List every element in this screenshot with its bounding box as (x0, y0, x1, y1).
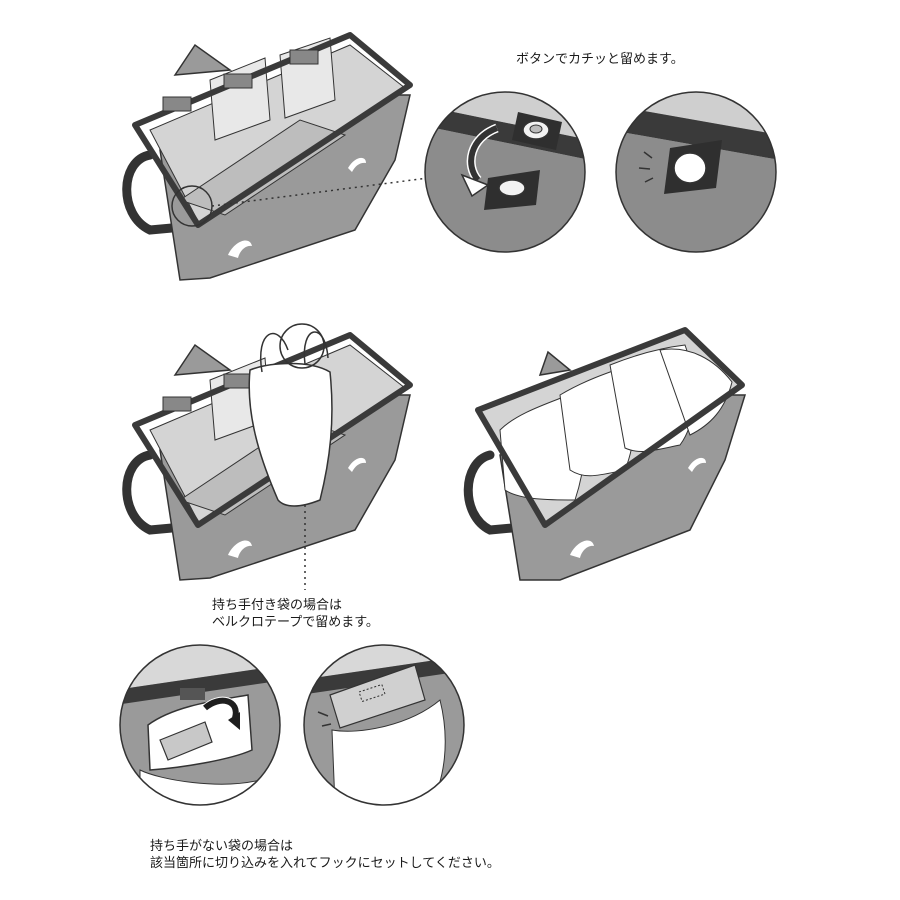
caption-line: ベルクロテープで留めます。 (212, 615, 379, 630)
caption-line: 持ち手付き袋の場合は (212, 598, 343, 613)
velcro-detail-open (119, 644, 281, 806)
snap-detail-closed (615, 91, 777, 253)
snap-detail-open (424, 91, 586, 253)
caption-button-snap: ボタンでカチッと留めます。 (516, 51, 684, 68)
bin-with-bags-illustration (463, 327, 747, 581)
caption-velcro: 持ち手付き袋の場合は ベルクロテープで留めます。 (212, 597, 379, 631)
velcro-detail-closed (303, 644, 465, 806)
caption-line: 該当箇所に切り込みを入れてフックにセットしてください。 (150, 856, 500, 871)
leader-line (211, 177, 429, 207)
bin-with-handle-bag-illustration (122, 323, 413, 581)
caption-line: 持ち手がない袋の場合は (150, 839, 294, 854)
caption-hook: 持ち手がない袋の場合は 該当箇所に切り込みを入れてフックにセットしてください。 (150, 838, 500, 872)
bin-open-illustration (122, 32, 413, 281)
caption-text: ボタンでカチッと留めます。 (516, 52, 684, 67)
